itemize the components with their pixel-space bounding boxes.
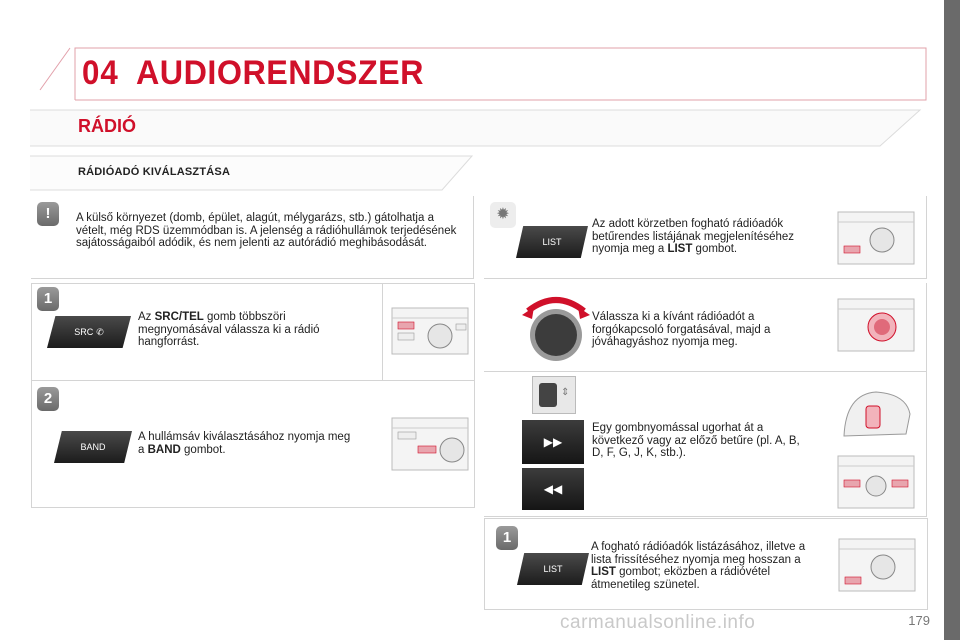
divider [382,284,383,380]
step1-box: 1 SRC ✆ Az SRC/TEL gomb többszöri megnyo… [31,283,475,381]
rotary-text: Válassza ki a kívánt rádióadót a forgóka… [592,311,771,348]
radio-panel-band-illustration [391,417,469,471]
lightbulb-icon: ✹ [490,202,516,228]
warning-box: ! A külső környezet (domb, épület, alagú… [31,196,474,279]
seek-back-button: ◀◀ [522,468,584,510]
steering-wheel-control-illustration [843,391,911,437]
step-badge-1: 1 [37,287,59,311]
warning-badge: ! [37,202,59,226]
tip-box: ✹ LIST Az adott körzetben fogható rádióa… [484,196,927,279]
warning-text: A külső környezet (domb, épület, alagút,… [76,212,457,249]
watermark: carmanualsonline.info [560,612,756,633]
step-list-box: 1 LIST A fogható rádióadók listázásához,… [484,518,928,610]
step-badge-2: 2 [37,387,59,411]
step2-box: 2 BAND A hullámsáv kiválasztásához nyomj… [31,380,475,508]
skip-box: ⇕ ▶▶ ◀◀ Egy gombnyomással ugorhat át a k… [484,372,927,517]
radio-panel-list-long-illustration [838,538,916,592]
step1-text: Az SRC/TEL gomb többszöri megnyomásával … [138,311,320,348]
radio-panel-knob-illustration [837,298,915,352]
page-number: 179 [908,613,930,628]
step-badge-list: 1 [496,526,518,550]
list-button-long-label: LIST [543,564,563,574]
chapter-title: AUDIORENDSZER [136,54,424,92]
rotary-box: Válassza ki a kívánt rádióadót a forgóka… [484,283,927,372]
step2-text: A hullámsáv kiválasztásához nyomja meg a… [138,431,351,456]
list-button-long: LIST [517,553,589,585]
phone-icon: ✆ [96,326,104,337]
tip-text: Az adott körzetben fogható rádióadók bet… [592,218,795,255]
header-frame [30,47,927,191]
chapter-tab-strip [944,0,960,640]
rotary-knob-icon [522,297,590,361]
band-button-label: BAND [80,442,106,452]
seek-forward-button: ▶▶ [522,420,584,464]
section-title: RÁDIÓ [78,116,136,136]
src-button-label: SRC [74,327,94,337]
subsection-title: RÁDIÓADÓ KIVÁLASZTÁSA [78,166,231,178]
list-button: LIST [516,226,588,258]
radio-panel-seek-illustration [837,455,915,509]
radio-panel-src-illustration [391,307,469,355]
skip-text: Egy gombnyomással ugorhat át a következő… [592,422,800,459]
list-button-label: LIST [542,237,562,247]
band-button: BAND [54,431,132,463]
src-button: SRC ✆ [47,316,131,348]
steering-switch-icon: ⇕ [532,376,576,414]
chapter-number: 04 [82,54,119,92]
step-list-text: A fogható rádióadók listázásához, illetv… [591,541,806,591]
radio-panel-list-illustration [837,211,915,265]
